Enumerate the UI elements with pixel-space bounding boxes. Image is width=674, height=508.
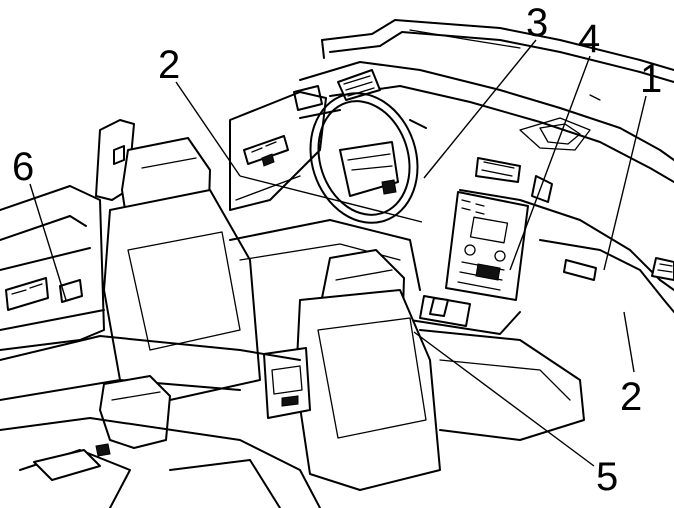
- callout-2-bottom-label: 2: [620, 375, 642, 419]
- windshield-frame: [321, 19, 674, 83]
- leader-line-2-top-a: [175, 81, 241, 177]
- leader-line-2-bottom: [623, 311, 635, 373]
- callout-5-label: 5: [596, 455, 618, 499]
- rear-seat: [0, 335, 321, 508]
- callout-1-label: 1: [640, 57, 662, 101]
- leader-line-5: [413, 331, 595, 467]
- callout-4-label: 4: [578, 17, 600, 61]
- leader-line-2-top-b: [239, 175, 423, 223]
- rear-console: [263, 347, 311, 419]
- steering-wheel: [299, 92, 427, 224]
- leader-line-1: [603, 95, 647, 271]
- callout-6-label: 6: [12, 145, 34, 189]
- front-door-left: [229, 91, 327, 211]
- leader-line-6: [29, 183, 67, 301]
- leader-line-3: [423, 39, 537, 179]
- callout-3-label: 3: [526, 1, 548, 45]
- rear-door-left: [0, 185, 105, 351]
- callout-2-top-label: 2: [158, 43, 180, 87]
- leader-line-4: [509, 55, 591, 271]
- callouts: 1 2 2 3 4 5 6: [12, 1, 662, 499]
- front-seat-right: [295, 249, 585, 491]
- leader-lines: [29, 39, 647, 467]
- center-console: [409, 191, 529, 335]
